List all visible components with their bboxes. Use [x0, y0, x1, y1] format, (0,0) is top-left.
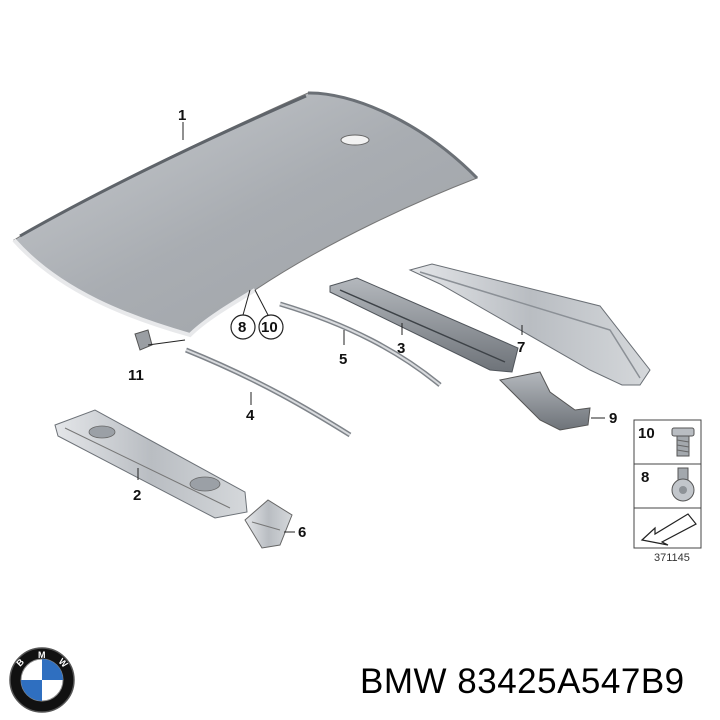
logo-letter-m: M	[38, 650, 46, 660]
bracket	[244, 499, 293, 549]
fastener-legend: 10 8 371145	[633, 419, 702, 564]
diagram-reference-number: 371145	[654, 552, 690, 564]
label-part-1: 1	[178, 107, 186, 124]
roof-bow	[329, 277, 519, 373]
roof-panel	[12, 91, 479, 338]
roof-strip-lower	[185, 347, 352, 438]
roof-strip-upper	[279, 301, 442, 387]
label-part-2: 2	[133, 487, 141, 504]
label-part-5: 5	[339, 351, 347, 368]
bolt-icon	[671, 427, 695, 457]
direction-arrow-icon	[640, 513, 697, 546]
clip	[134, 329, 153, 351]
label-part-8-circle	[230, 314, 256, 340]
label-part-4: 4	[246, 407, 255, 424]
label-part-6: 6	[298, 524, 306, 541]
part-number-caption: BMW 83425A547B9	[360, 662, 685, 701]
roof-antenna-hole	[340, 134, 370, 146]
legend-label-10: 10	[638, 425, 655, 442]
rear-roof-frame	[408, 263, 651, 386]
bmw-logo: B M W	[9, 647, 75, 713]
part-labels: 1 2 3 4 5 6 7 8 9 10 11	[128, 107, 617, 541]
leader-lines	[137, 122, 605, 533]
front-roof-frame	[54, 409, 248, 519]
corner-bracket	[498, 371, 591, 431]
label-part-3: 3	[397, 340, 405, 357]
label-part-7: 7	[517, 339, 525, 356]
screw-icon	[671, 467, 695, 502]
label-part-9: 9	[609, 410, 617, 427]
label-part-11: 11	[128, 367, 144, 384]
label-part-8: 8	[238, 319, 246, 336]
legend-label-8: 8	[641, 469, 649, 486]
label-part-10: 10	[261, 319, 278, 336]
label-part-10-circle	[258, 314, 284, 340]
